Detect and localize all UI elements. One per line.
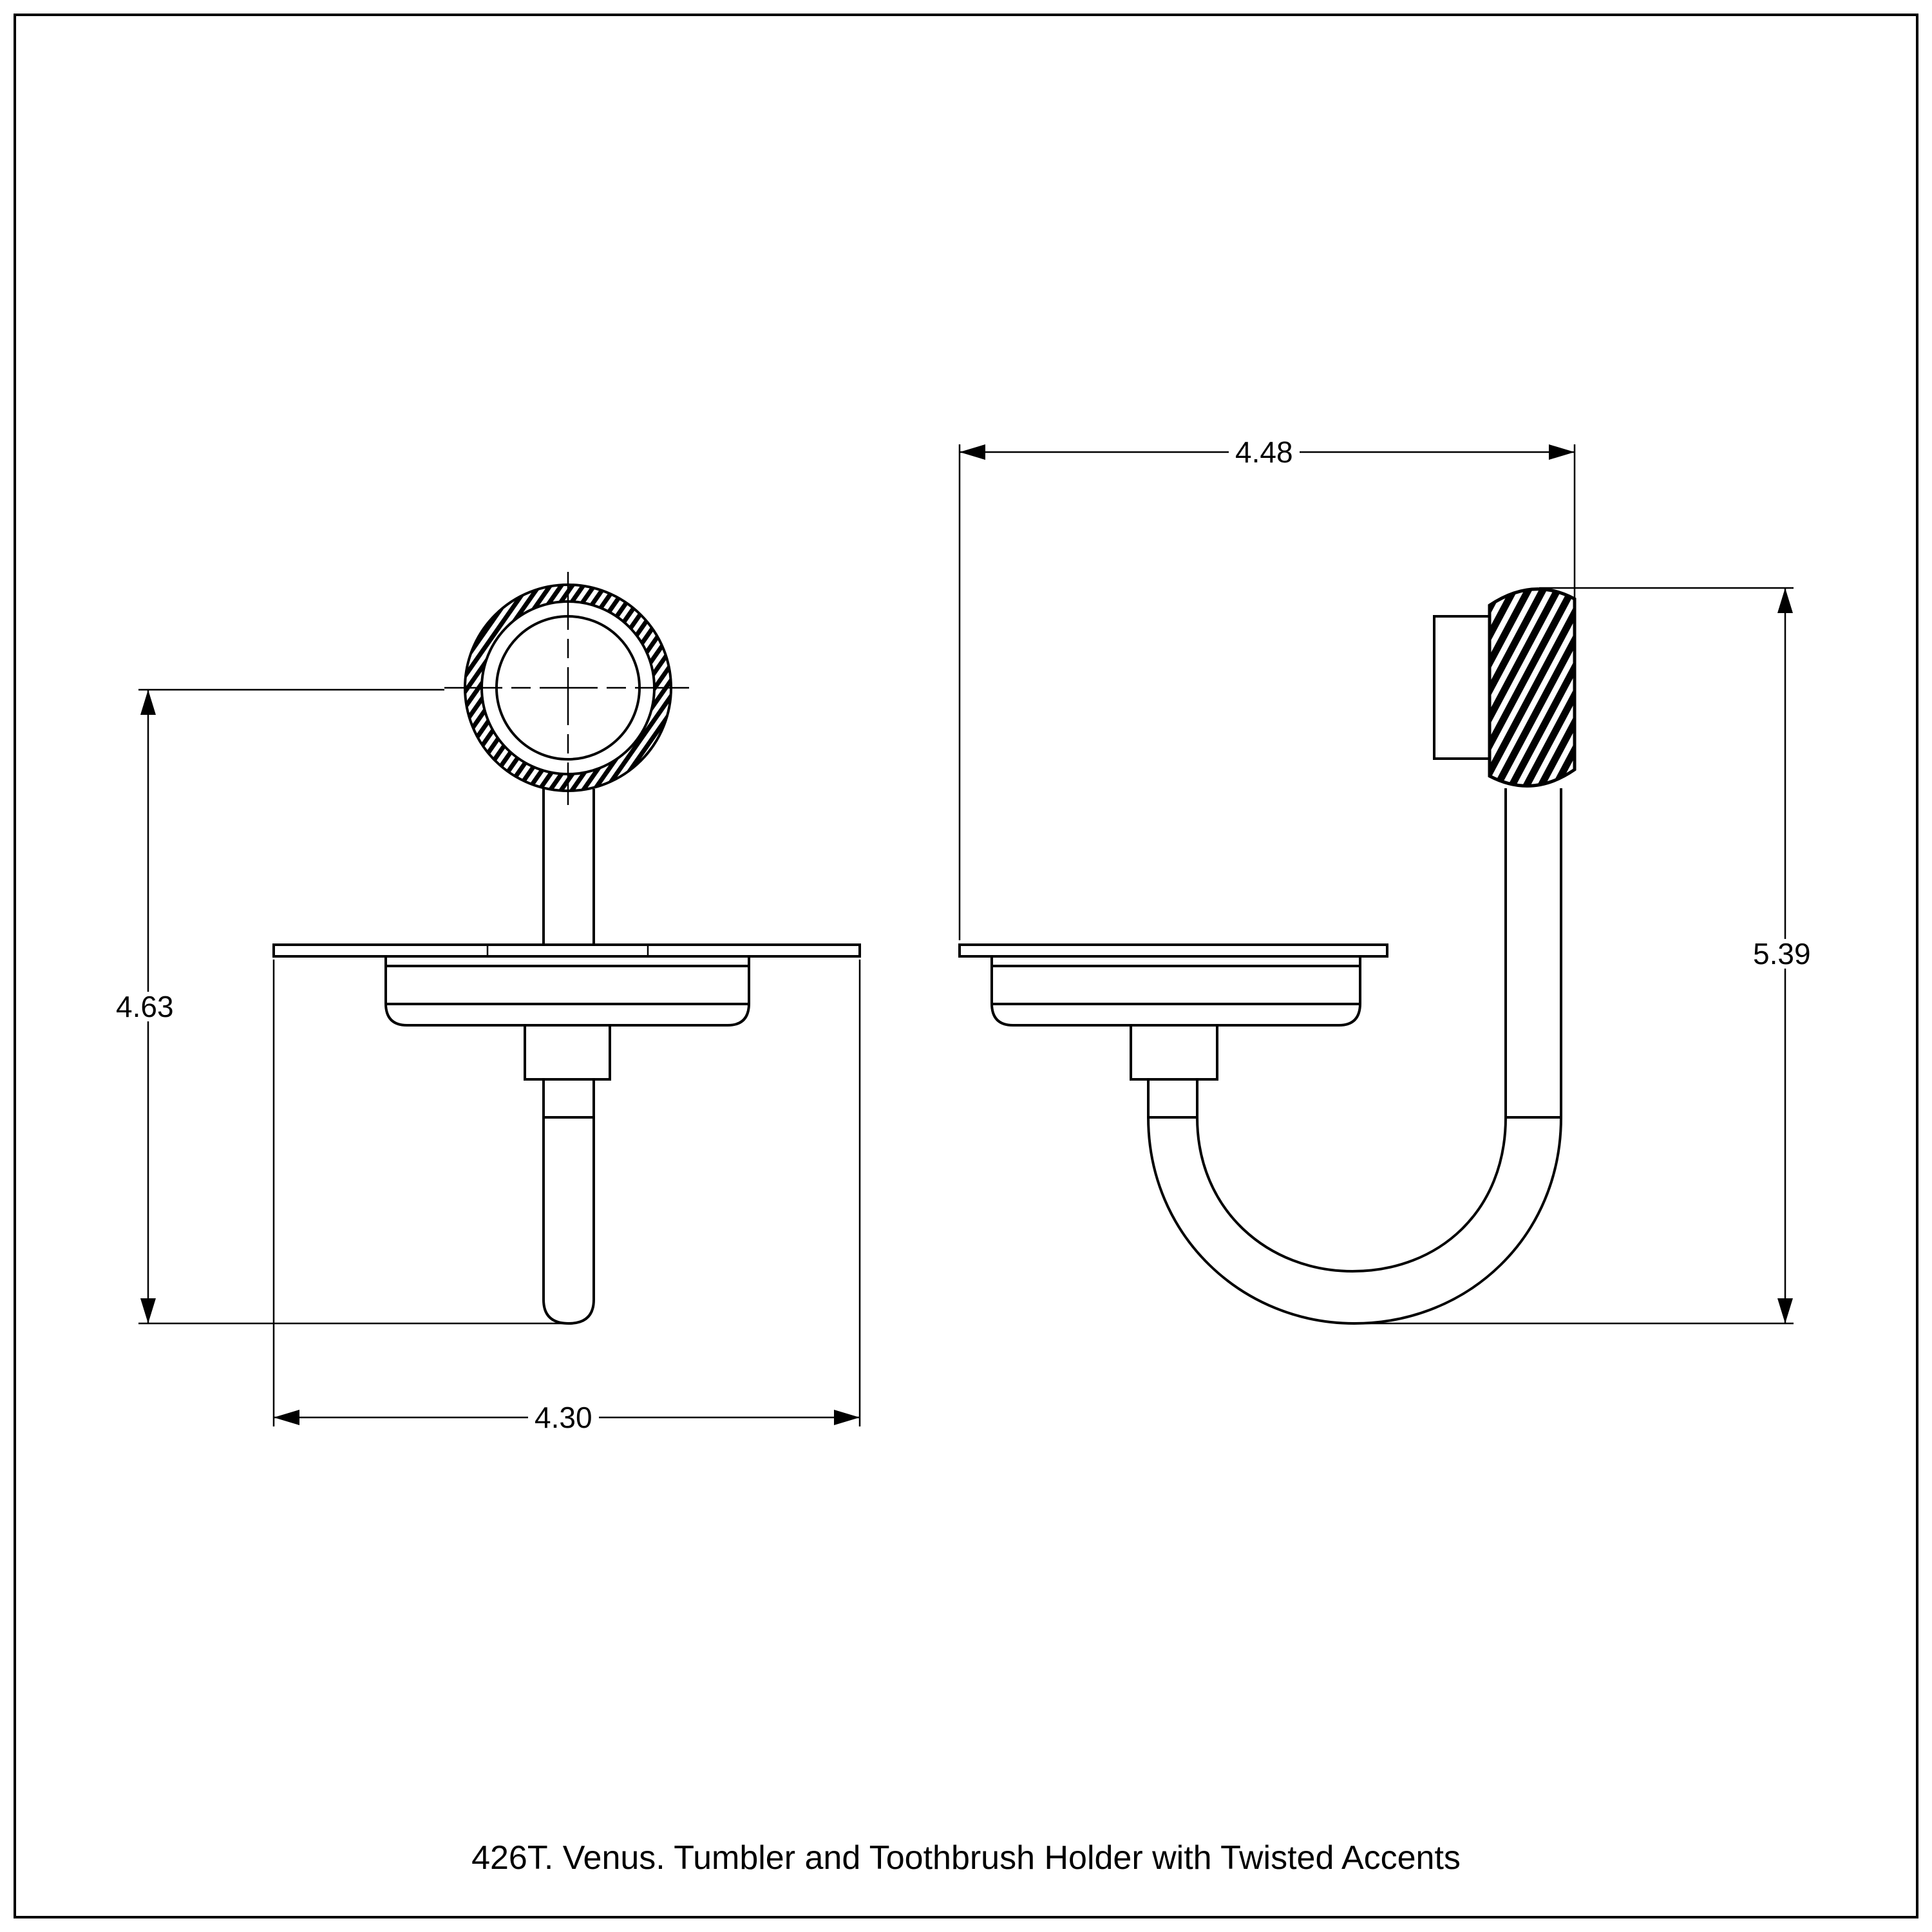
plate: [272, 943, 861, 958]
dimension-label-width-front: 4.30: [528, 1403, 599, 1432]
lower-rod: [542, 1079, 595, 1325]
mount-block: [524, 1024, 611, 1081]
dimension-label-height-side: 5.39: [1747, 939, 1817, 969]
front-dimensions: [138, 688, 861, 1426]
side-view: [958, 587, 1577, 1325]
twisted-rosette: [1488, 587, 1577, 788]
front-view: [272, 572, 861, 1325]
sheet-border: [14, 14, 1918, 1918]
j-hook-outer: [1147, 788, 1562, 1325]
dimension-label-height-front: 4.63: [109, 992, 180, 1021]
back-plate: [1433, 615, 1491, 760]
side-plate: [958, 943, 1388, 958]
side-dimensions: [958, 444, 1794, 1325]
dimension-label-projection-side: 4.48: [1229, 437, 1300, 467]
j-hook-inner: [1196, 788, 1507, 1273]
drawing-title: 426T. Venus. Tumbler and Toothbrush Hold…: [471, 1839, 1461, 1877]
